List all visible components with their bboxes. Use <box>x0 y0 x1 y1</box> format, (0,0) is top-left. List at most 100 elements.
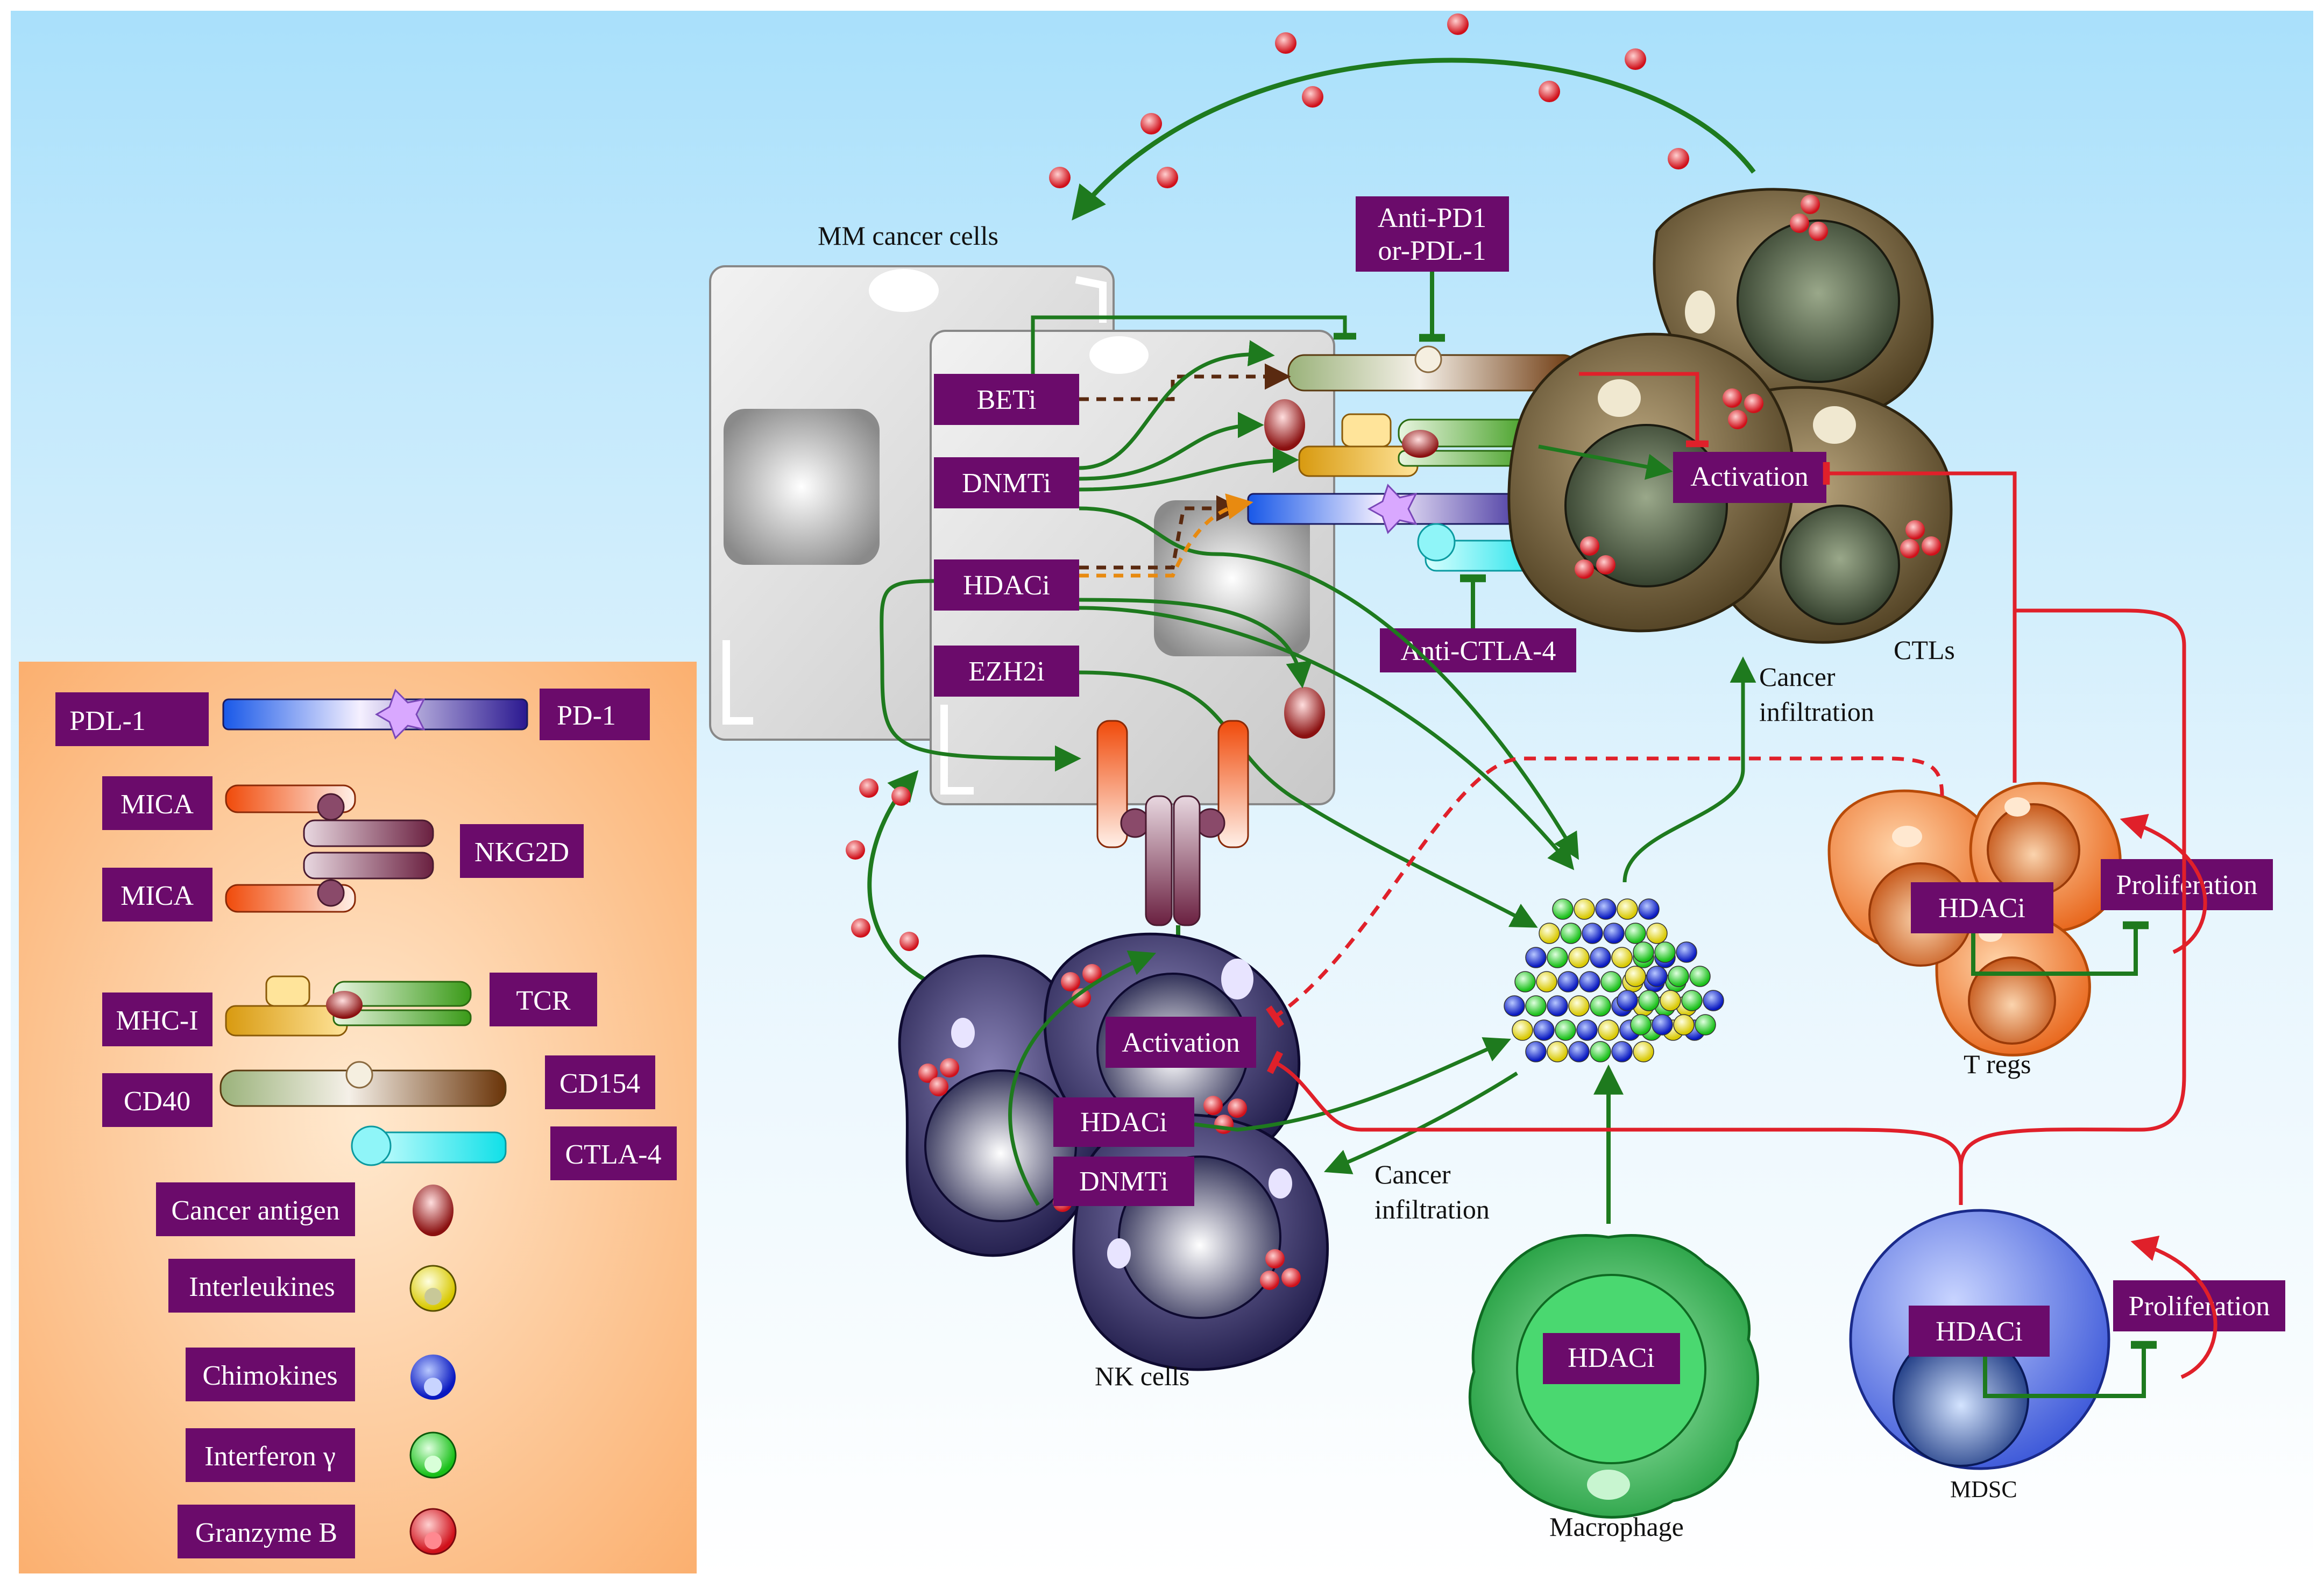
legend-interleukine-icon <box>409 1265 457 1312</box>
svg-text:HDACi: HDACi <box>963 570 1050 601</box>
svg-text:CTLA-4: CTLA-4 <box>565 1139 661 1170</box>
hdaci-mdsc-inhibit <box>1983 1341 2157 1398</box>
cytokine-dot <box>1611 1041 1633 1062</box>
legend-cancer-antigen-label: Cancer antigen <box>156 1182 355 1236</box>
treg-proliferation-loop <box>2120 814 2207 954</box>
svg-text:HDACi: HDACi <box>1568 1343 1655 1373</box>
legend-ctla4-label: CTLA-4 <box>550 1126 677 1180</box>
svg-text:Activation: Activation <box>1122 1027 1240 1058</box>
legend-mhc1-label: MHC-I <box>102 992 212 1046</box>
legend-mica-top-label: MICA <box>102 776 212 830</box>
cytokine-cluster <box>1504 898 1724 1062</box>
hdaci-to-mica <box>880 579 1081 772</box>
cytokines-to-ctl-infiltration <box>1622 656 1756 883</box>
legend-cd40-cd154-shape <box>219 1061 507 1107</box>
cytokine-dot <box>1638 990 1660 1011</box>
svg-text:EZH2i: EZH2i <box>968 656 1045 687</box>
legend-interferon-icon <box>409 1431 457 1479</box>
granzyme-release-arrow <box>1072 58 1756 221</box>
cytokines-to-nk-infiltration <box>1323 1072 1518 1174</box>
cytokine-dot <box>1525 1041 1547 1062</box>
cytokine-dot <box>1560 923 1582 944</box>
legend-pd1-label: PD-1 <box>540 689 650 740</box>
dnmti-nk-to-activation <box>1008 950 1157 1206</box>
cytokine-dot <box>1579 971 1600 992</box>
dnmti-to-cytokines <box>1079 506 1579 860</box>
svg-text:TCR: TCR <box>516 986 570 1016</box>
cytokine-dot <box>1617 898 1638 920</box>
cytokine-dot <box>1512 1019 1533 1041</box>
hdaci-nk-box: HDACi <box>1053 1097 1194 1147</box>
legend-pd1-shape <box>222 689 528 740</box>
dnmti-box: DNMTi <box>934 457 1079 508</box>
mdsc-label: MDSC <box>1950 1476 2017 1502</box>
ctls-label: CTLs <box>1894 635 1955 665</box>
cytokine-dot <box>1668 966 1689 987</box>
hdaci-cancer-box: HDACi <box>934 559 1079 611</box>
svg-text:Activation: Activation <box>1690 462 1809 492</box>
cytokine-dot <box>1514 971 1536 992</box>
dnmti-nk-box: DNMTi <box>1053 1157 1194 1206</box>
cancer-antigen-2 <box>1284 687 1325 739</box>
anti-ctla4-box: Anti-CTLA-4 <box>1380 628 1576 672</box>
cancer-infiltration-bottom-2: infiltration <box>1374 1194 1490 1224</box>
svg-text:MICA: MICA <box>121 789 194 820</box>
mdsc-inhibit-ctl <box>1959 608 2186 1205</box>
legend-tcr-label: TCR <box>490 973 597 1026</box>
legend-mica-nkg2d-shape <box>225 784 434 913</box>
svg-text:MICA: MICA <box>121 881 194 911</box>
svg-text:PD-1: PD-1 <box>557 700 616 731</box>
t-regs-label: T regs <box>1964 1049 2031 1079</box>
dnmti-to-cd40 <box>1079 340 1275 470</box>
svg-text:Interferon γ: Interferon γ <box>204 1441 336 1472</box>
ezh2i-box: EZH2i <box>934 646 1079 697</box>
mdsc-inhibit-nk <box>1266 1051 1963 1168</box>
cytokine-dot <box>1590 995 1611 1017</box>
legend-nkg2d-label: NKG2D <box>460 824 584 878</box>
legend-chimokines-label: Chimokines <box>186 1348 355 1401</box>
proliferation-treg-box: Proliferation <box>2101 859 2273 910</box>
svg-text:PDL-1: PDL-1 <box>69 706 146 736</box>
cancer-infiltration-top-1: Cancer <box>1759 662 1836 692</box>
ctl-cells <box>1507 188 1953 644</box>
mhc-tcr-receptor <box>1298 413 1540 477</box>
cytokine-dot <box>1638 898 1660 920</box>
cytokine-dot <box>1504 995 1525 1017</box>
cancer-infiltration-bottom-1: Cancer <box>1374 1159 1451 1189</box>
cytokine-dot <box>1646 966 1668 987</box>
cytokine-dot <box>1576 1019 1598 1041</box>
cytokine-dot <box>1533 1019 1555 1041</box>
cytokine-dot <box>1689 966 1711 987</box>
ezh2i-to-cytokines <box>1079 670 1538 928</box>
svg-text:Interleukines: Interleukines <box>189 1272 335 1302</box>
svg-text:HDACi: HDACi <box>1938 893 2025 924</box>
cytokine-dot <box>1633 1041 1654 1062</box>
svg-text:NKG2D: NKG2D <box>474 837 569 868</box>
cytokine-dot <box>1590 1041 1611 1062</box>
cytokine-dot <box>1536 971 1557 992</box>
cd40-cd154-receptor <box>1287 345 1580 392</box>
treg-inhibit-nk <box>1265 756 1944 1028</box>
cytokine-dot <box>1547 1041 1568 1062</box>
cd154-inhibit <box>1579 372 1709 448</box>
cytokine-dot <box>1703 990 1724 1011</box>
legend: PDL-1 PD-1 MICA MICA NKG2D <box>19 662 697 1573</box>
cytokine-dot <box>1600 971 1622 992</box>
mdsc-proliferation-loop <box>2130 1235 2217 1379</box>
macrophage-label: Macrophage <box>1549 1512 1684 1542</box>
mica-nkg2d-receptor <box>1096 720 1249 926</box>
cytokine-dot <box>1617 990 1638 1011</box>
dnmti-to-mhc <box>1079 446 1299 492</box>
cytokine-dot <box>1625 923 1646 944</box>
cytokine-dot <box>1695 1014 1716 1036</box>
legend-ctla4-shape <box>351 1125 507 1166</box>
hdaci-treg-inhibit <box>1971 921 2149 976</box>
cytokine-dot <box>1660 990 1681 1011</box>
legend-granzyme-icon <box>409 1508 457 1555</box>
cytokine-dot <box>1552 898 1574 920</box>
tcr-to-activation <box>1538 444 1673 480</box>
anti-pd1-box: Anti-PD1 or-PDL-1 <box>1356 196 1509 272</box>
legend-pdl1-label: PDL-1 <box>55 692 209 746</box>
svg-text:Proliferation: Proliferation <box>2129 1291 2270 1322</box>
